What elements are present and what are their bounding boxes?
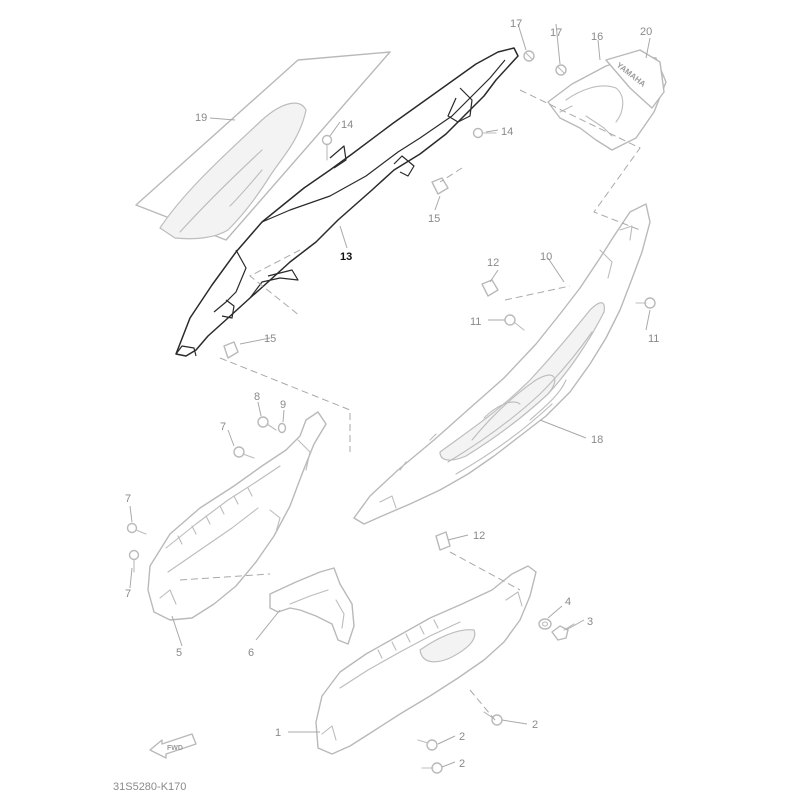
callout-7-lower: 7 [125, 588, 131, 600]
callouts: 19 14 14 15 13 17 17 16 20 15 10 12 11 1… [125, 18, 659, 770]
part-8-bolt[interactable] [257, 416, 277, 431]
part-17-screw-b[interactable] [555, 64, 567, 76]
part-12-clip-a[interactable] [481, 279, 499, 297]
part-17-screw-a[interactable] [523, 50, 535, 62]
callout-12-lower: 12 [473, 530, 485, 542]
callout-2-right: 2 [532, 719, 538, 731]
callout-7-upper: 7 [220, 421, 226, 433]
callout-19: 19 [195, 112, 207, 124]
part-15-nut-a[interactable] [431, 177, 449, 195]
part-13-side-rail[interactable] [175, 47, 519, 357]
part-7-screw-b[interactable] [126, 522, 147, 535]
callout-3: 3 [587, 616, 593, 628]
callout-11-right: 11 [648, 333, 659, 345]
part-7-screw-a[interactable] [233, 446, 255, 459]
callout-18: 18 [591, 434, 603, 446]
drawing-code: 31S5280-K170 [113, 781, 186, 793]
callout-15-upper: 15 [428, 213, 440, 225]
callout-9: 9 [280, 399, 286, 411]
part-19-decal[interactable] [135, 51, 391, 241]
part-18-graphic-decal[interactable] [447, 331, 593, 475]
callout-12-upper: 12 [487, 257, 499, 269]
part-15-nut-b[interactable] [223, 341, 239, 359]
part-1-lower-rear-panel[interactable] [315, 565, 537, 755]
leader-lines [129, 23, 651, 768]
callout-4: 4 [565, 596, 571, 608]
part-20-emblem[interactable]: YAMAHA [605, 49, 665, 109]
part-11-screw-b[interactable] [635, 297, 656, 309]
callout-5: 5 [176, 647, 182, 659]
callout-11-left: 11 [470, 316, 481, 328]
part-2-screw-a[interactable] [483, 711, 503, 726]
part-2-screw-c[interactable] [421, 762, 443, 774]
callout-2-lower: 2 [459, 758, 465, 770]
part-2-screw-b[interactable] [417, 739, 438, 751]
part-3-bolt[interactable] [551, 623, 575, 641]
fwd-arrow-icon: FWD [149, 733, 197, 759]
callout-7-middle: 7 [125, 493, 131, 505]
callout-14-right: 14 [501, 126, 513, 138]
callout-14-upper: 14 [341, 119, 353, 131]
callout-8: 8 [254, 391, 260, 403]
part-6-inner-cover[interactable] [269, 567, 355, 645]
callout-20: 20 [640, 26, 652, 38]
part-4-washer[interactable] [538, 618, 552, 630]
part-14-screw-b[interactable] [472, 127, 497, 139]
assembly-lines [179, 89, 641, 721]
callout-15-lower: 15 [264, 333, 276, 345]
part-14-screw-a[interactable] [321, 134, 333, 161]
part-9-grommet[interactable] [277, 422, 287, 434]
callout-17-left: 17 [510, 18, 522, 30]
callout-13: 13 [340, 251, 352, 263]
callout-17-right: 17 [550, 27, 562, 39]
fwd-label: FWD [167, 745, 183, 752]
part-5-lower-panel[interactable] [147, 411, 327, 621]
part-10-side-cover[interactable] [353, 203, 651, 525]
part-12-clip-b[interactable] [435, 531, 451, 551]
callout-1: 1 [275, 727, 281, 739]
callout-10: 10 [540, 251, 552, 263]
callout-16: 16 [591, 31, 603, 43]
callout-2-middle: 2 [459, 731, 465, 743]
part-7-screw-c[interactable] [128, 549, 140, 573]
callout-6: 6 [248, 647, 254, 659]
part-11-screw-a[interactable] [504, 314, 525, 331]
